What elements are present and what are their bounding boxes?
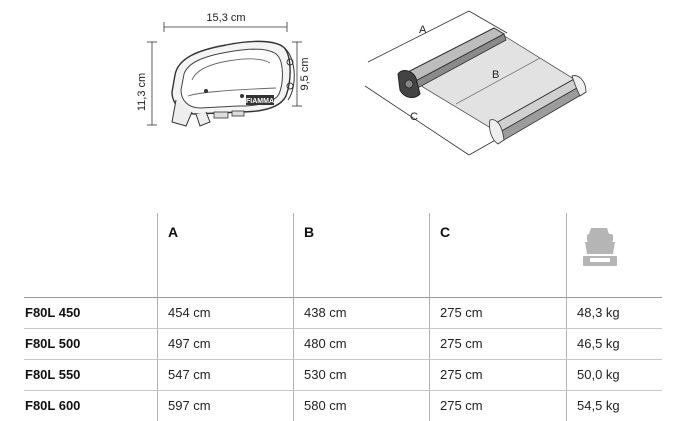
model-cell: F80L 450 [24,298,158,329]
table-row: F80L 500 497 cm 480 cm 275 cm 46,5 kg [24,329,662,360]
table-row: F80L 450 454 cm 438 cm 275 cm 48,3 kg [24,298,662,329]
width-dimension-label: 15,3 cm [206,12,245,24]
dimension-a-label: A [419,24,427,36]
cross-section-drawing: 15,3 cm 11,3 cm 9,5 cm FIAMMA [136,12,311,126]
perspective-drawing: A C B [365,11,586,155]
c-cell: 275 cm [430,360,567,391]
technical-drawings: 15,3 cm 11,3 cm 9,5 cm FIAMMA [0,0,691,200]
dimension-c-label: C [410,111,418,123]
b-cell: 480 cm [294,329,430,360]
brand-plate-label: FIAMMA [246,98,274,105]
weight-icon [577,224,623,272]
table-header-row: A B C [24,213,662,298]
b-cell: 580 cm [294,391,430,421]
spec-table: A B C F80L 450 454 cm 438 cm 275 cm 48,3… [24,213,662,421]
b-cell: 530 cm [294,360,430,391]
weight-cell: 50,0 kg [567,360,663,391]
weight-cell: 54,5 kg [567,391,663,421]
a-cell: 497 cm [158,329,294,360]
weight-cell: 46,5 kg [567,329,663,360]
header-model [24,213,158,298]
inner-height-dimension-label: 9,5 cm [299,57,311,90]
a-cell: 597 cm [158,391,294,421]
model-cell: F80L 550 [24,360,158,391]
c-cell: 275 cm [430,329,567,360]
header-c: C [430,213,567,298]
a-cell: 547 cm [158,360,294,391]
weight-cell: 48,3 kg [567,298,663,329]
table-row: F80L 600 597 cm 580 cm 275 cm 54,5 kg [24,391,662,421]
c-cell: 275 cm [430,298,567,329]
header-a: A [158,213,294,298]
model-cell: F80L 600 [24,391,158,421]
table-row: F80L 550 547 cm 530 cm 275 cm 50,0 kg [24,360,662,391]
header-weight [567,213,663,298]
dimension-b-label: B [492,69,499,81]
model-cell: F80L 500 [24,329,158,360]
a-cell: 454 cm [158,298,294,329]
c-cell: 275 cm [430,391,567,421]
b-cell: 438 cm [294,298,430,329]
header-b: B [294,213,430,298]
height-dimension-label: 11,3 cm [136,73,148,111]
